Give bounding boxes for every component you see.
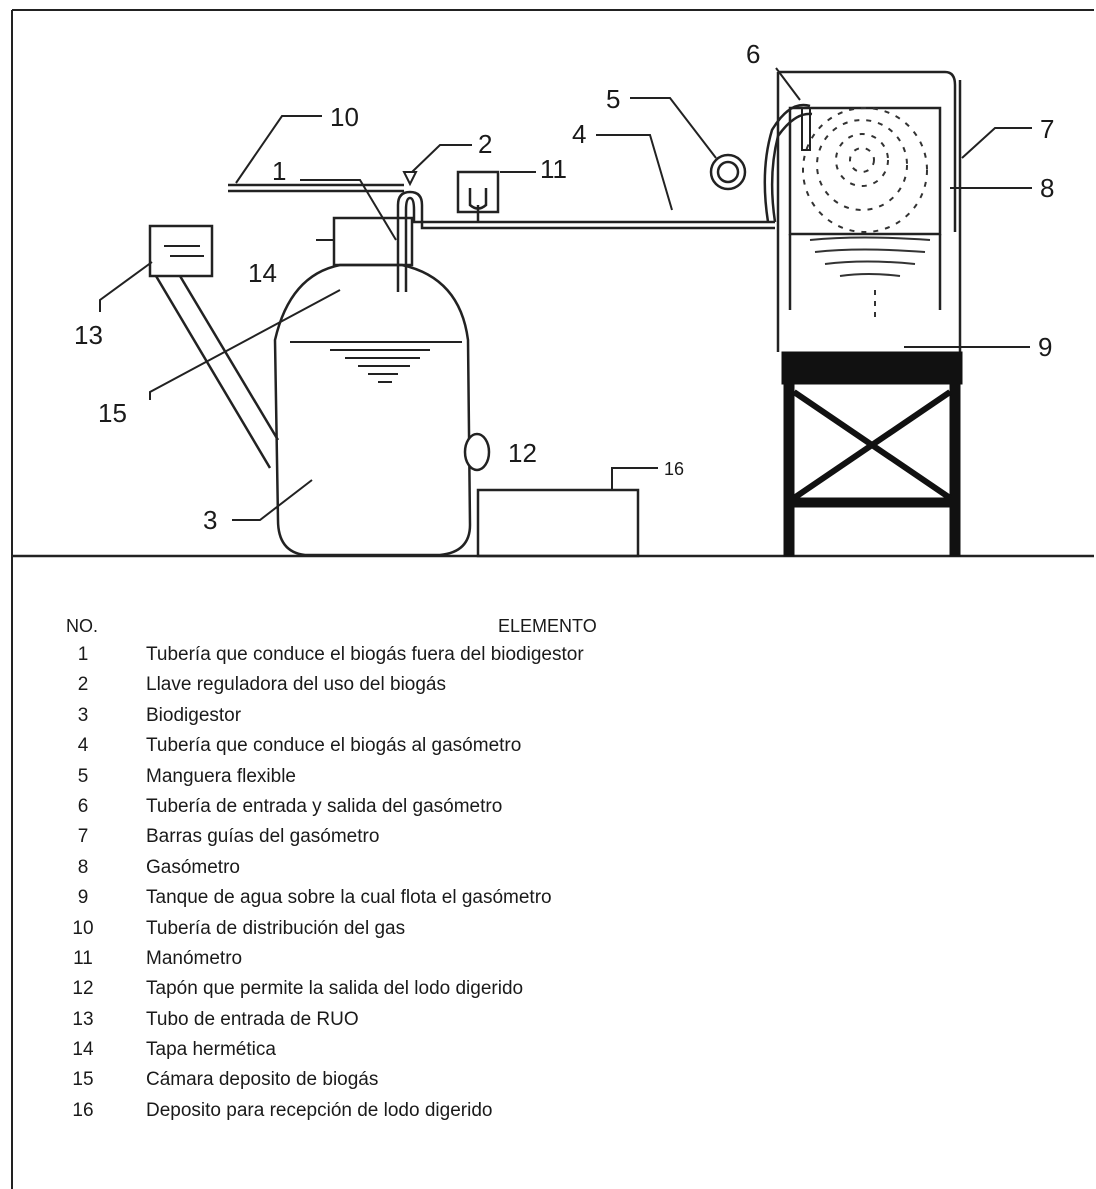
- sludge-deposit: [476, 488, 640, 558]
- regulator-valve: [402, 171, 418, 187]
- hermetic-lid: [332, 216, 414, 267]
- legend-row-text: Cámara deposito de biogás: [146, 1069, 379, 1091]
- legend-row-number: 10: [72, 917, 94, 939]
- callout-14: 14: [248, 258, 277, 288]
- legend-row: 14 Tapa hermética: [60, 1035, 960, 1065]
- legend-row-number: 1: [77, 644, 89, 665]
- gasometer-guide-bars: [776, 70, 962, 352]
- gas-outlet-pipe: [396, 190, 775, 292]
- legend-row: 13 Tubo de entrada de RUO: [60, 1005, 960, 1035]
- legend-row: 1 Tubería que conduce el biogás fuera del…: [60, 640, 960, 670]
- callout-12: 12: [508, 438, 537, 468]
- legend-row-number: 9: [77, 887, 89, 909]
- legend-row-number: 2: [77, 674, 89, 696]
- inlet-tube: [148, 224, 280, 469]
- gasometer-pipe: [801, 108, 811, 151]
- legend-row-number: 6: [77, 795, 89, 817]
- legend-row: 6 Tubería de entrada y salida del gasómet…: [60, 792, 960, 822]
- legend-row-number: 7: [77, 826, 89, 848]
- legend-row-text: Gasómetro: [146, 856, 240, 878]
- legend-row-number: 14: [72, 1039, 94, 1061]
- callout-16: 16: [664, 459, 684, 479]
- callout-5: 5: [606, 84, 620, 114]
- gasometer-swirl: [802, 107, 928, 233]
- callout-3: 3: [203, 505, 217, 535]
- biodigester: [273, 216, 472, 557]
- legend-row: 4 Tubería que conduce el biogás al gasóme…: [60, 731, 960, 761]
- callout-8: 8: [1040, 173, 1054, 203]
- legend-header: NO. ELEMENTO: [60, 612, 960, 640]
- legend-row-number: 4: [77, 735, 89, 757]
- legend-row-number: 15: [72, 1069, 94, 1091]
- legend-row-number: 13: [72, 1008, 94, 1030]
- leader-lines: [99, 67, 1032, 521]
- legend-row-text: Tanque de agua sobre la cual flota el ga…: [146, 887, 552, 909]
- legend-row: 9 Tanque de agua sobre la cual flota el g…: [60, 883, 960, 913]
- legend-row-number: 16: [72, 1099, 94, 1121]
- legend-row-text: Tubería que conduce el biogás al gasómet…: [146, 735, 522, 757]
- legend-row-text: Tubería que conduce el biogás fuera del …: [146, 644, 584, 665]
- manometer: [456, 170, 500, 222]
- legend-row: 3 Biodigestor: [60, 701, 960, 731]
- callout-6: 6: [746, 39, 760, 69]
- legend-row: 10 Tubería de distribución del gas: [60, 914, 960, 944]
- legend-row: 11 Manómetro: [60, 944, 960, 974]
- legend-row-number: 12: [72, 978, 94, 1000]
- legend-row: 16 Deposito para recepción de lodo digeri…: [60, 1096, 960, 1126]
- callout-10: 10: [330, 102, 359, 132]
- legend-row: 15 Cámara deposito de biogás: [60, 1065, 960, 1095]
- distribution-pipe: [228, 183, 404, 193]
- callout-4: 4: [572, 119, 586, 149]
- sludge-plug: [463, 432, 491, 472]
- legend-row-text: Manguera flexible: [146, 765, 296, 787]
- legend-row-text: Biodigestor: [146, 704, 242, 726]
- legend-no-header: NO.: [66, 616, 99, 636]
- legend-row-text: Tubería de entrada y salida del gasómetr…: [146, 795, 503, 817]
- callout-13: 13: [74, 320, 103, 350]
- callout-9: 9: [1038, 332, 1052, 362]
- legend-row-number: 11: [73, 947, 93, 969]
- callout-11: 11: [540, 154, 567, 184]
- legend-row: 7 Barras guías del gasómetro: [60, 822, 960, 852]
- legend-element-header: ELEMENTO: [498, 616, 597, 636]
- legend-row-text: Barras guías del gasómetro: [146, 826, 380, 848]
- legend-row-text: Tapa hermética: [146, 1039, 276, 1061]
- legend-row-text: Tubo de entrada de RUO: [146, 1008, 359, 1030]
- flexible-hose: [709, 103, 813, 223]
- callout-7: 7: [1040, 114, 1054, 144]
- legend-row-text: Tubería de distribución del gas: [146, 917, 406, 939]
- legend-row-number: 8: [77, 856, 89, 878]
- legend-row: 8 Gasómetro: [60, 853, 960, 883]
- water-tank-stand: [781, 351, 963, 557]
- legend-row: 5 Manguera flexible: [60, 762, 960, 792]
- legend-row: 2 Llave reguladora del uso del biogás: [60, 670, 960, 700]
- legend-row-text: Manómetro: [146, 947, 243, 969]
- legend-row: 12 Tapón que permite la salida del lodo d…: [60, 974, 960, 1004]
- legend-row-number: 5: [77, 765, 89, 787]
- legend-row-text: Deposito para recepción de lodo digerido: [146, 1099, 493, 1121]
- callout-2: 2: [478, 129, 492, 159]
- tank-water: [809, 236, 931, 320]
- callout-15: 15: [98, 398, 127, 428]
- callout-1: 1: [272, 156, 286, 186]
- digester-liquid: [330, 349, 430, 383]
- legend-row-text: Tapón que permite la salida del lodo dig…: [146, 978, 524, 1000]
- legend-row-number: 3: [77, 704, 89, 726]
- legend-row-text: Llave reguladora del uso del biogás: [146, 674, 446, 696]
